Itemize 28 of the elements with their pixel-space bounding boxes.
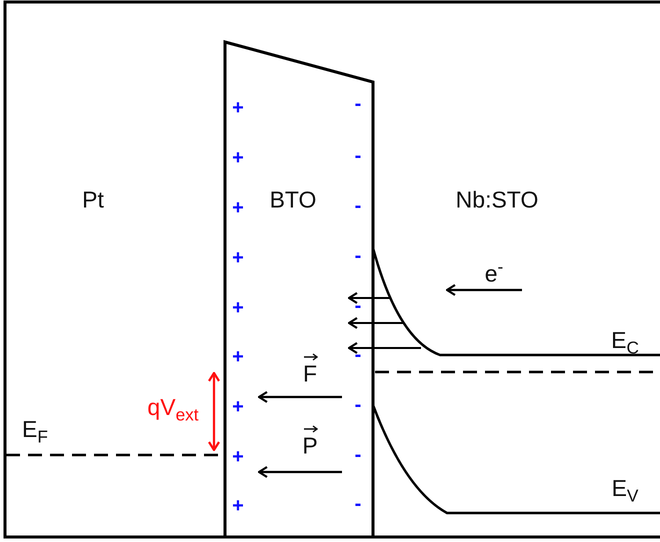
charge-sign: - xyxy=(354,196,362,216)
charge-sign: - xyxy=(354,395,362,415)
charge-sign: + xyxy=(232,248,244,268)
band-label: E$_{V}$ xyxy=(612,477,638,505)
charge-sign: - xyxy=(354,296,362,316)
material-label: Nb:STO xyxy=(456,188,538,212)
vector-label: P xyxy=(302,434,318,458)
charge-sign: + xyxy=(232,98,244,118)
charge-sign: - xyxy=(354,146,362,166)
vector-label: F xyxy=(302,362,318,386)
charge-sign: + xyxy=(232,347,244,367)
charge-sign: - xyxy=(354,445,362,465)
band-label: E$_{F}$ xyxy=(22,418,48,446)
charge-sign: + xyxy=(232,148,244,168)
charge-sign: + xyxy=(232,198,244,218)
charge-sign: - xyxy=(354,246,362,266)
charge-sign: + xyxy=(232,447,244,467)
charge-sign: + xyxy=(232,298,244,318)
charge-label: e$^{-}$ xyxy=(484,258,504,286)
material-label: BTO xyxy=(270,188,316,212)
charge-sign: - xyxy=(354,94,362,114)
charge-sign: + xyxy=(232,397,244,417)
charge-sign: + xyxy=(232,496,244,516)
charge-sign: - xyxy=(354,494,362,514)
band-label: E$_{C}$ xyxy=(611,329,639,357)
charge-sign: - xyxy=(354,345,362,365)
voltage-label: qV$_{ext}$ xyxy=(147,396,199,424)
material-label: Pt xyxy=(82,188,104,212)
